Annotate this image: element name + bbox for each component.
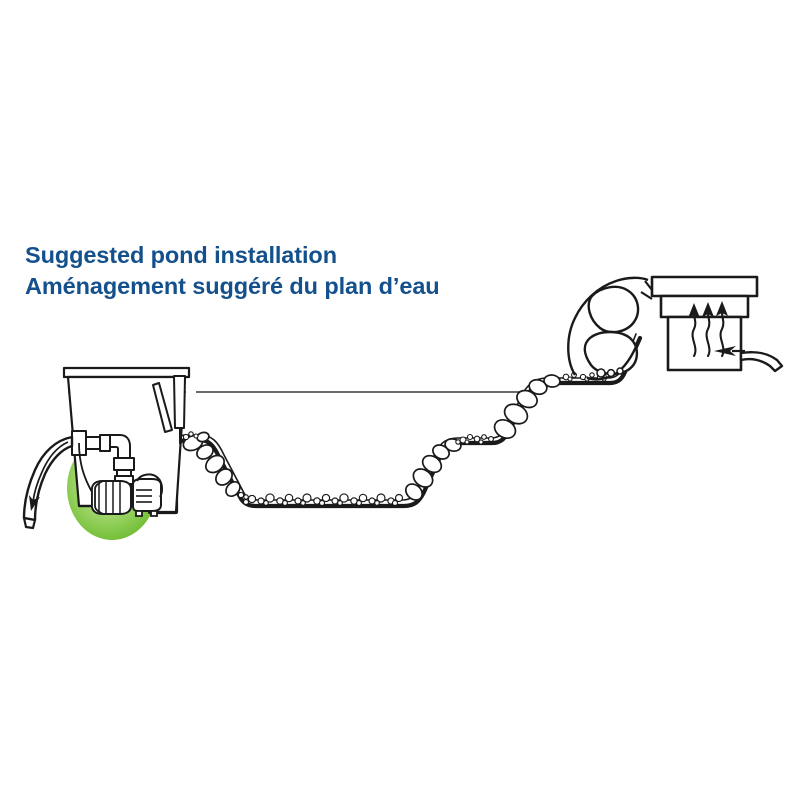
skimmer-rim — [62, 366, 191, 379]
pump-motor-housing — [132, 478, 162, 512]
title-line-english: Suggested pond installation — [25, 242, 337, 268]
pond-floor-gravel — [242, 493, 404, 507]
skimmer-weir-frame — [173, 375, 186, 429]
filter-upflow-arrows — [691, 310, 725, 358]
pump-feet — [135, 510, 158, 517]
left-slope-pebbles — [182, 431, 249, 500]
filter-box-lid — [650, 275, 759, 298]
title-line-french: Aménagement suggéré du plan d’eau — [25, 273, 440, 299]
pump-motor-handle — [136, 473, 164, 498]
arrow-upflow-3-shaft — [719, 310, 725, 358]
arrow-upflow-2-shaft — [705, 311, 711, 358]
left-slope-rocks — [182, 431, 241, 498]
arrow-inlet — [714, 346, 736, 356]
arrow-upflow-1-shaft — [691, 312, 697, 358]
pump-strainer-cap — [91, 480, 104, 515]
filter-upflow-arrowheads — [688, 301, 728, 318]
upper-shelf-rocks — [493, 374, 561, 440]
title-block: Suggested pond installation Aménagement … — [25, 240, 545, 302]
lower-shelf-pebbles — [455, 433, 494, 445]
filter-inlet-hose — [739, 350, 784, 373]
skimmer-weir-door — [152, 382, 173, 433]
pipe-union-collar — [99, 434, 111, 452]
waterfall-spillway-connector — [640, 280, 653, 300]
arrow-outlet-head — [29, 495, 40, 511]
waterfall-boulders — [583, 285, 640, 376]
pump-motor-fins — [136, 489, 152, 503]
outlet-hose-end-cut — [22, 516, 37, 530]
pond-liner-outer — [147, 335, 643, 515]
filter-box-body — [666, 315, 743, 372]
arrow-outlet-shaft — [32, 441, 69, 503]
waterfall-base-pebbles — [596, 367, 624, 378]
pump-power-cord — [78, 442, 93, 493]
pump-intake-strainer — [91, 480, 132, 515]
lower-shelf-rocks — [404, 438, 462, 501]
riser-union-upper — [113, 457, 135, 471]
pump-strainer-ribs — [98, 481, 121, 514]
